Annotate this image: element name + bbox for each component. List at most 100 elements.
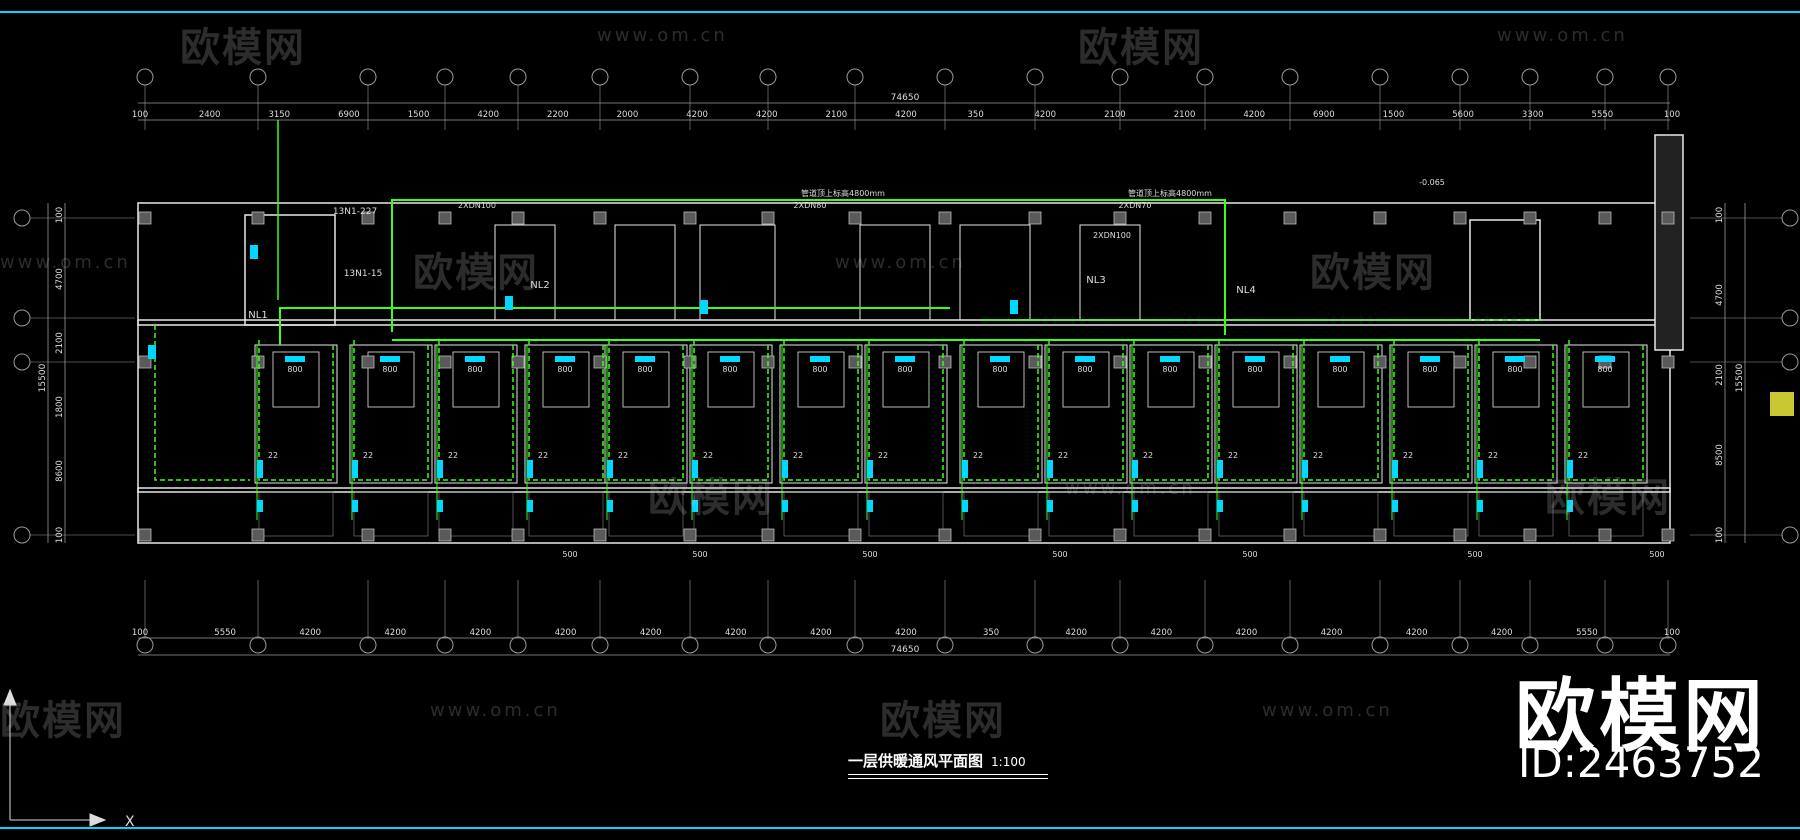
dim-value-top: 3150 [268,110,290,120]
radiator-unit [1047,460,1053,478]
grid-bubbles-right [1781,209,1799,544]
dim-value-top: 5600 [1452,110,1474,120]
corridor-bay [963,491,1039,537]
dim-left-total: 15500 [38,363,48,392]
radiator-unit [1567,460,1573,478]
corridor-bay [438,491,514,537]
column [593,528,607,542]
dim-value-bottom: 4200 [1491,628,1513,638]
grid-bubble-bottom [249,636,267,654]
dim-value-right: 100 [1715,207,1725,223]
radiator-unit [505,296,513,310]
column [1373,355,1387,369]
fan-unit [380,356,400,362]
dim-value-bottom: 350 [983,628,999,638]
column [1113,355,1127,369]
radiator-unit [1132,500,1138,512]
column [1198,355,1212,369]
dim-value-bottom: 100 [1664,628,1680,638]
dim-value-top: 4200 [895,110,917,120]
grid-bubble-right [1781,526,1799,544]
watermark-url: www.om.cn [430,700,561,721]
damper-value-label: 800 [812,365,827,374]
dim-value-top: 4200 [1243,110,1265,120]
grid-bubble-bottom [681,636,699,654]
column [848,355,862,369]
grid-bubble-top [359,68,377,86]
dim-value-top: 2200 [547,110,569,120]
standard-reference: 13N1-227 [333,207,377,217]
radiator-unit [782,460,788,478]
column [1198,211,1212,225]
watermark-brand: 欧模网 [1078,25,1204,71]
radiator-unit [692,500,698,512]
watermark-brand: 欧模网 [880,698,1006,744]
room-partitions [254,224,1648,537]
room-units [148,245,1615,512]
grid-bubble-bottom [1111,636,1129,654]
dim-value-right: 4700 [1715,284,1725,306]
dim-value-top: 2400 [199,110,221,120]
corridor-bay [1393,491,1469,537]
lobby-loop [154,325,250,481]
grid-bubble-top [1596,68,1614,86]
heating-pipes [154,120,1644,520]
damper-value-label: 800 [1077,365,1092,374]
room-heating-loop [1478,340,1554,481]
fan-unit [555,356,575,362]
riser-label-nl2: NL2 [530,280,549,291]
room-value-label: 22 [1488,451,1498,460]
dim-value-left: 1800 [55,396,65,418]
column [938,528,952,542]
bottom-value-label: 500 [1467,550,1482,559]
guest-room [689,344,773,484]
dim-value-top: 350 [968,110,984,120]
room-value-label: 22 [538,451,548,460]
room-heating-loop [693,340,769,481]
riser-label-nl1: NL1 [248,310,267,321]
grid-bubble-left [13,526,31,544]
watermark-brand: 欧模网 [0,698,126,744]
room-heating-loop [1303,340,1379,481]
room-heating-loop [1133,340,1209,481]
pipe-spec-label: 2XDN100 [1093,231,1131,240]
upper-room [494,224,556,321]
guest-room [254,344,338,484]
radiator-unit [1217,460,1223,478]
room-heating-loop [528,340,604,481]
column [1283,355,1297,369]
dim-value-left: 8600 [55,460,65,482]
bottom-value-label: 500 [562,550,577,559]
room-value-label: 22 [268,451,278,460]
grid-bubble-top [591,68,609,86]
room-value-label: 22 [793,451,803,460]
radiator-unit [1477,460,1483,478]
column [511,355,525,369]
guest-room [434,344,518,484]
svg-text:X: X [125,814,135,830]
radiator-unit [257,460,263,478]
grid-bubbles-top [136,68,1677,86]
dim-value-bottom: 4200 [1236,628,1258,638]
room-value-label: 22 [1313,451,1323,460]
dim-overall-top: 74650 [891,93,920,103]
grid-bubble-bottom [1281,636,1299,654]
grid-bubble-left [13,353,31,371]
column [938,355,952,369]
grid-bubble-bottom [1596,636,1614,654]
guest-room [959,344,1043,484]
fan-unit [1160,356,1180,362]
column [1661,211,1675,225]
radiator-unit [867,500,873,512]
room-value-label: 22 [1058,451,1068,460]
column [361,211,375,225]
dim-value-bottom: 4200 [1151,628,1173,638]
column [1661,528,1675,542]
column [251,528,265,542]
level-mark: -0.065 [1419,178,1445,187]
room-heating-loop [963,340,1039,481]
grid-bubble-top [1659,68,1677,86]
grid-bubble-bottom [759,636,777,654]
